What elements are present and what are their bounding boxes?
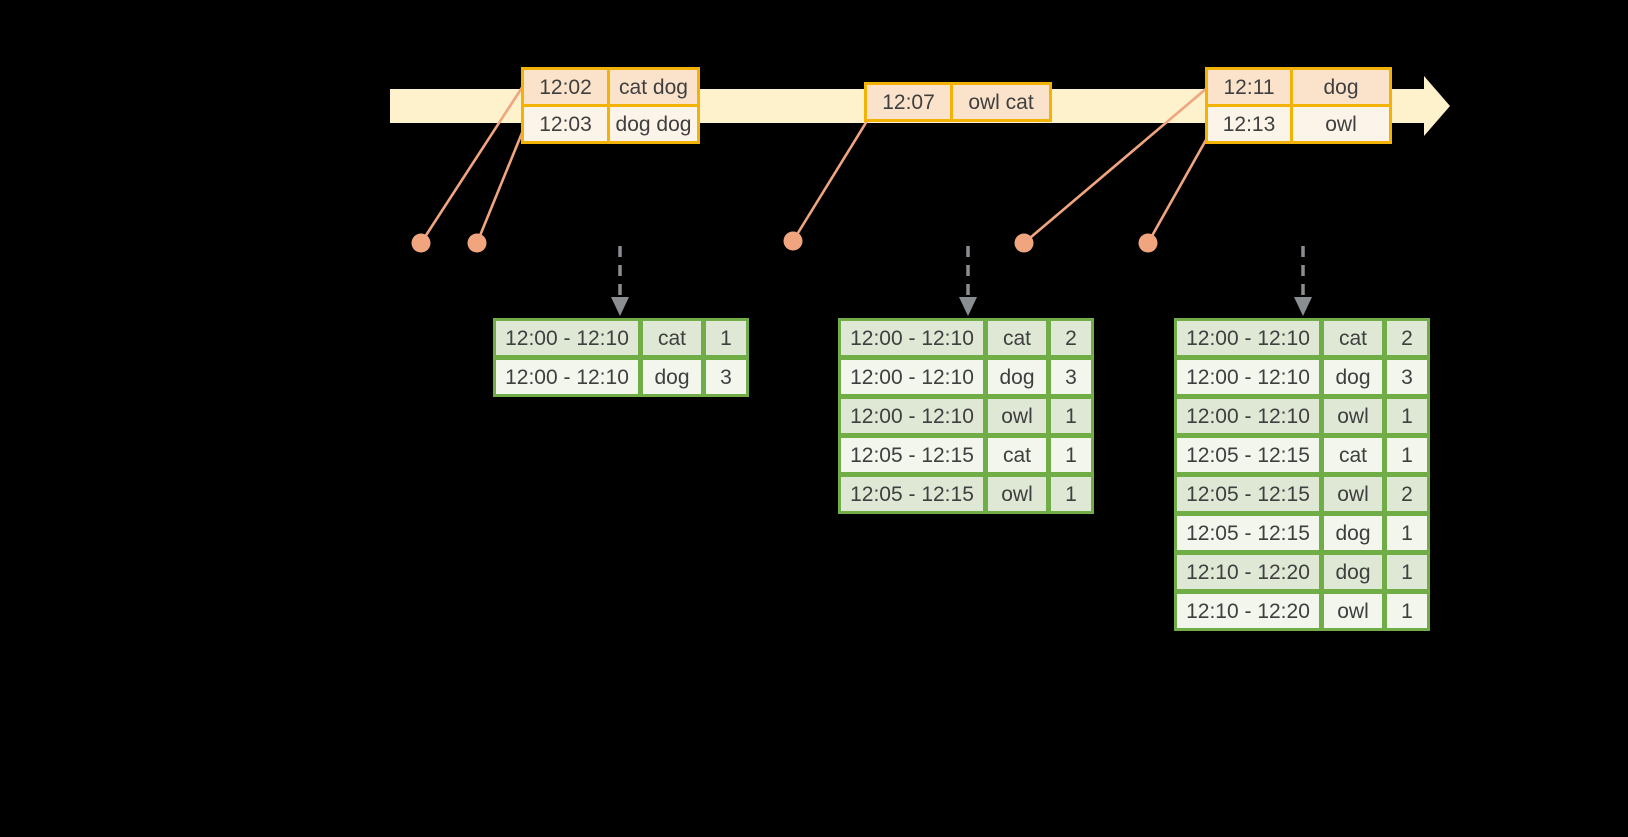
event-connector-line [1023,87,1208,244]
event-marker-dot [1014,233,1034,253]
result-cell-word: owl [1324,399,1382,433]
result-cell-count: 3 [1387,360,1427,394]
trigger-arrow-lines [618,246,1305,299]
result-cell-word: owl [988,477,1046,511]
event-cell-time: 12:02 [524,70,607,104]
result-cell-count: 1 [1387,594,1427,628]
result-cell-word: cat [1324,438,1382,472]
event-cell-value: owl [1293,107,1389,141]
trigger-arrowhead-icon [611,297,629,316]
result-cell-window: 12:10 - 12:20 [1177,594,1319,628]
trigger-arrowhead-icon [1294,297,1312,316]
result-cell-window: 12:05 - 12:15 [1177,477,1319,511]
result-cell-window: 12:00 - 12:10 [1177,360,1319,394]
result-cell-word: dog [1324,555,1382,589]
result-cell-count: 1 [1051,399,1091,433]
result-cell-count: 1 [1051,438,1091,472]
timeline-arrowhead-icon [1424,76,1450,136]
event-cell-value: cat dog [610,70,697,104]
event-marker-dot [783,231,803,251]
result-cell-window: 12:00 - 12:10 [841,360,983,394]
event-connector-lines [419,85,1213,244]
result-cell-count: 1 [1387,555,1427,589]
result-cell-window: 12:05 - 12:15 [841,477,983,511]
result-cell-count: 2 [1387,477,1427,511]
event-cell-value: dog [1293,70,1389,104]
result-cell-word: cat [1324,321,1382,355]
event-marker-dot [1138,233,1158,253]
event-connector-line [419,85,525,244]
event-marker-dot [467,233,487,253]
trigger-arrowheads [611,297,1312,316]
result-cell-count: 2 [1387,321,1427,355]
result-cell-word: dog [643,360,701,394]
result-cell-count: 3 [1051,360,1091,394]
result-cell-window: 12:00 - 12:10 [841,321,983,355]
result-cell-count: 1 [1387,516,1427,550]
event-connector-line [1146,130,1213,244]
event-cell-value: dog dog [610,107,697,141]
result-cell-word: dog [988,360,1046,394]
event-connector-line [791,120,869,242]
result-cell-count: 1 [1051,477,1091,511]
result-cell-word: dog [1324,360,1382,394]
result-cell-count: 2 [1051,321,1091,355]
result-cell-window: 12:00 - 12:10 [1177,321,1319,355]
result-cell-window: 12:00 - 12:10 [1177,399,1319,433]
result-cell-word: owl [1324,594,1382,628]
result-cell-word: cat [643,321,701,355]
trigger-arrowhead-icon [959,297,977,316]
result-cell-count: 1 [706,321,746,355]
event-cell-time: 12:13 [1208,107,1290,141]
event-cell-time: 12:07 [867,85,950,119]
result-cell-window: 12:05 - 12:15 [841,438,983,472]
event-connector-line [475,127,526,244]
result-cell-window: 12:00 - 12:10 [496,321,638,355]
event-marker-dot [411,233,431,253]
event-marker-dots [411,231,1158,253]
result-cell-window: 12:10 - 12:20 [1177,555,1319,589]
result-cell-word: owl [988,399,1046,433]
event-cell-time: 12:11 [1208,70,1290,104]
result-cell-count: 1 [1387,438,1427,472]
result-cell-count: 1 [1387,399,1427,433]
result-cell-window: 12:00 - 12:10 [496,360,638,394]
result-cell-word: dog [1324,516,1382,550]
result-cell-window: 12:00 - 12:10 [841,399,983,433]
result-cell-count: 3 [706,360,746,394]
result-cell-window: 12:05 - 12:15 [1177,516,1319,550]
event-cell-value: owl cat [953,85,1049,119]
event-cell-time: 12:03 [524,107,607,141]
result-cell-word: cat [988,438,1046,472]
result-cell-word: cat [988,321,1046,355]
result-cell-window: 12:05 - 12:15 [1177,438,1319,472]
result-cell-word: owl [1324,477,1382,511]
